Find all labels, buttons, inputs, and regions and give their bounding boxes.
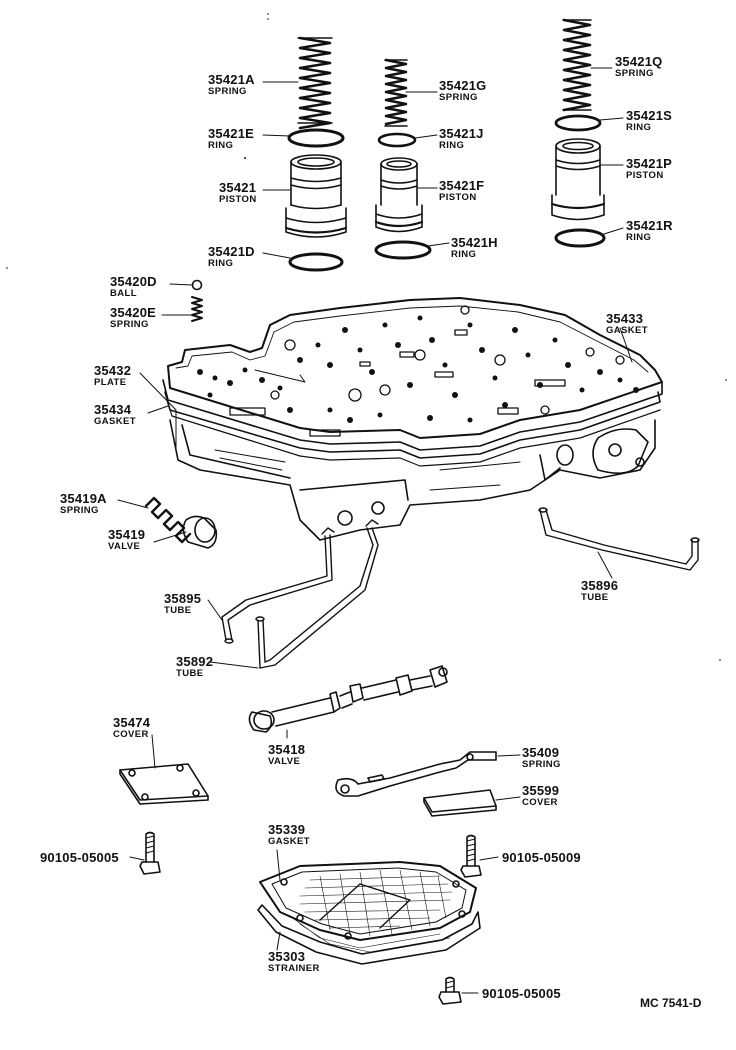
label-bolt-right: 90105-05009 (502, 850, 581, 865)
piston-35421p-drawing (550, 138, 606, 221)
ring-35421r-drawing (554, 228, 606, 248)
ring-35421j-drawing (377, 132, 417, 148)
spring-35421q-drawing (562, 18, 592, 112)
label-bolt-bottom: 90105-05005 (482, 986, 561, 1001)
ball-35420d-drawing (191, 279, 203, 291)
ring-35421h-drawing (374, 240, 432, 260)
spring-35421g-drawing (384, 58, 408, 127)
diagram-code: MC 7541-D (640, 996, 702, 1010)
piston-35421-drawing (284, 154, 348, 238)
ring-35421s-drawing (554, 114, 602, 132)
cover-35599-drawing (423, 789, 497, 817)
label-bolt-left: 90105-05005 (40, 850, 119, 865)
bolt-right-drawing (460, 834, 482, 878)
piston-35421f-drawing (374, 157, 424, 233)
tube-35896-drawing (538, 507, 700, 571)
ring-35421e-drawing (287, 128, 345, 148)
valve-35419-drawing (144, 496, 218, 549)
ring-35421d-drawing (288, 252, 344, 272)
bolt-bottom-drawing (438, 976, 462, 1005)
cover-35474-drawing (119, 763, 209, 805)
spring-35421a-drawing (297, 36, 333, 130)
spring-35409-drawing (335, 751, 497, 797)
leader-lines (117, 67, 633, 994)
valve-35418-drawing (248, 665, 448, 733)
bolt-left-drawing (139, 831, 161, 875)
tube-35892-drawing (255, 519, 379, 669)
tube-35895-drawing (221, 527, 335, 644)
strainer-35303-drawing (257, 861, 481, 965)
valve-body-drawing (162, 297, 663, 541)
spring-35420e-drawing (191, 296, 203, 322)
scan-specks (6, 13, 727, 661)
